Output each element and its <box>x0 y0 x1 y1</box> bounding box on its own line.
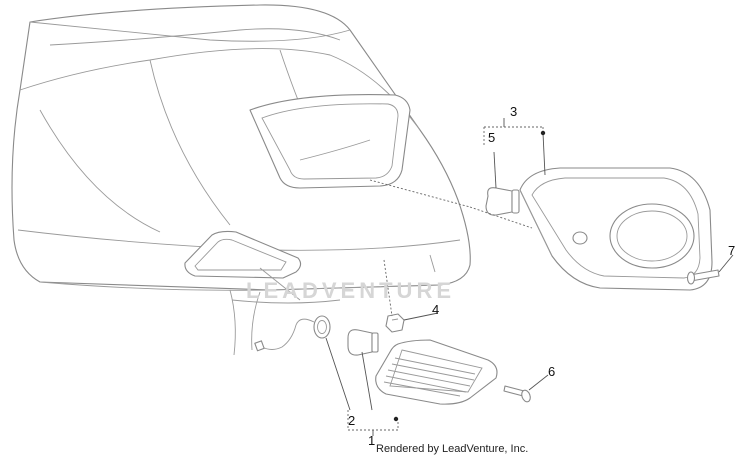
front-turn-signal-lens <box>375 339 498 405</box>
callout-5: 5 <box>488 130 495 145</box>
callout-7: 7 <box>728 243 735 258</box>
callout-3: 3 <box>510 104 517 119</box>
bulb-socket-with-wire <box>254 315 331 352</box>
screw-part-6 <box>503 385 531 403</box>
bulb-part-5 <box>485 187 520 216</box>
bracket-part-1 <box>347 410 399 436</box>
callout-4: 4 <box>432 302 439 317</box>
watermark-text: LEADVENTURE <box>246 278 455 303</box>
scooter-body <box>11 4 471 356</box>
callout-6: 6 <box>548 364 555 379</box>
turn-signal-assembly-part-3 <box>519 167 713 291</box>
credit-text: Rendered by LeadVenture, Inc. <box>376 443 528 455</box>
bracket-part-3 <box>483 118 546 145</box>
callout-2: 2 <box>348 413 355 428</box>
screw-part-7 <box>686 269 720 285</box>
clip-part-4 <box>385 313 405 333</box>
callout-1: 1 <box>368 433 375 448</box>
bulb-left <box>347 329 379 356</box>
leader-lines <box>325 132 734 411</box>
